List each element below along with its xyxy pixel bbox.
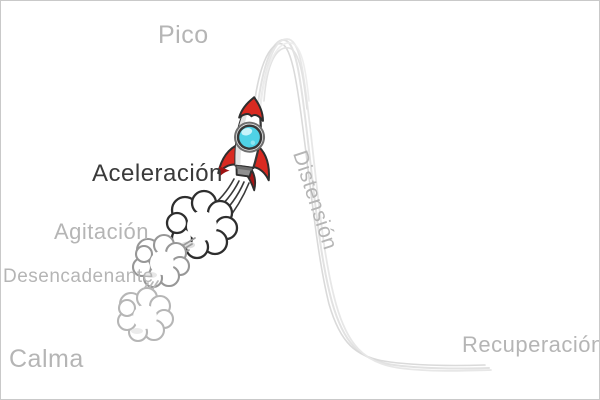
sketch-curve (250, 38, 492, 372)
label-recuperacion: Recuperación (462, 332, 600, 357)
smoke-cloud-icon (116, 286, 175, 343)
smoke-cloud-icon (131, 233, 191, 289)
smoke-cloud-icon (165, 189, 239, 260)
label-agitacion: Agitación (54, 219, 150, 244)
label-aceleracion: Aceleración (92, 160, 223, 187)
rocket-icon (217, 96, 270, 192)
label-desencadenante: Desencadenante (3, 266, 154, 287)
label-calma: Calma (9, 345, 84, 373)
label-pico: Pico (158, 21, 209, 49)
